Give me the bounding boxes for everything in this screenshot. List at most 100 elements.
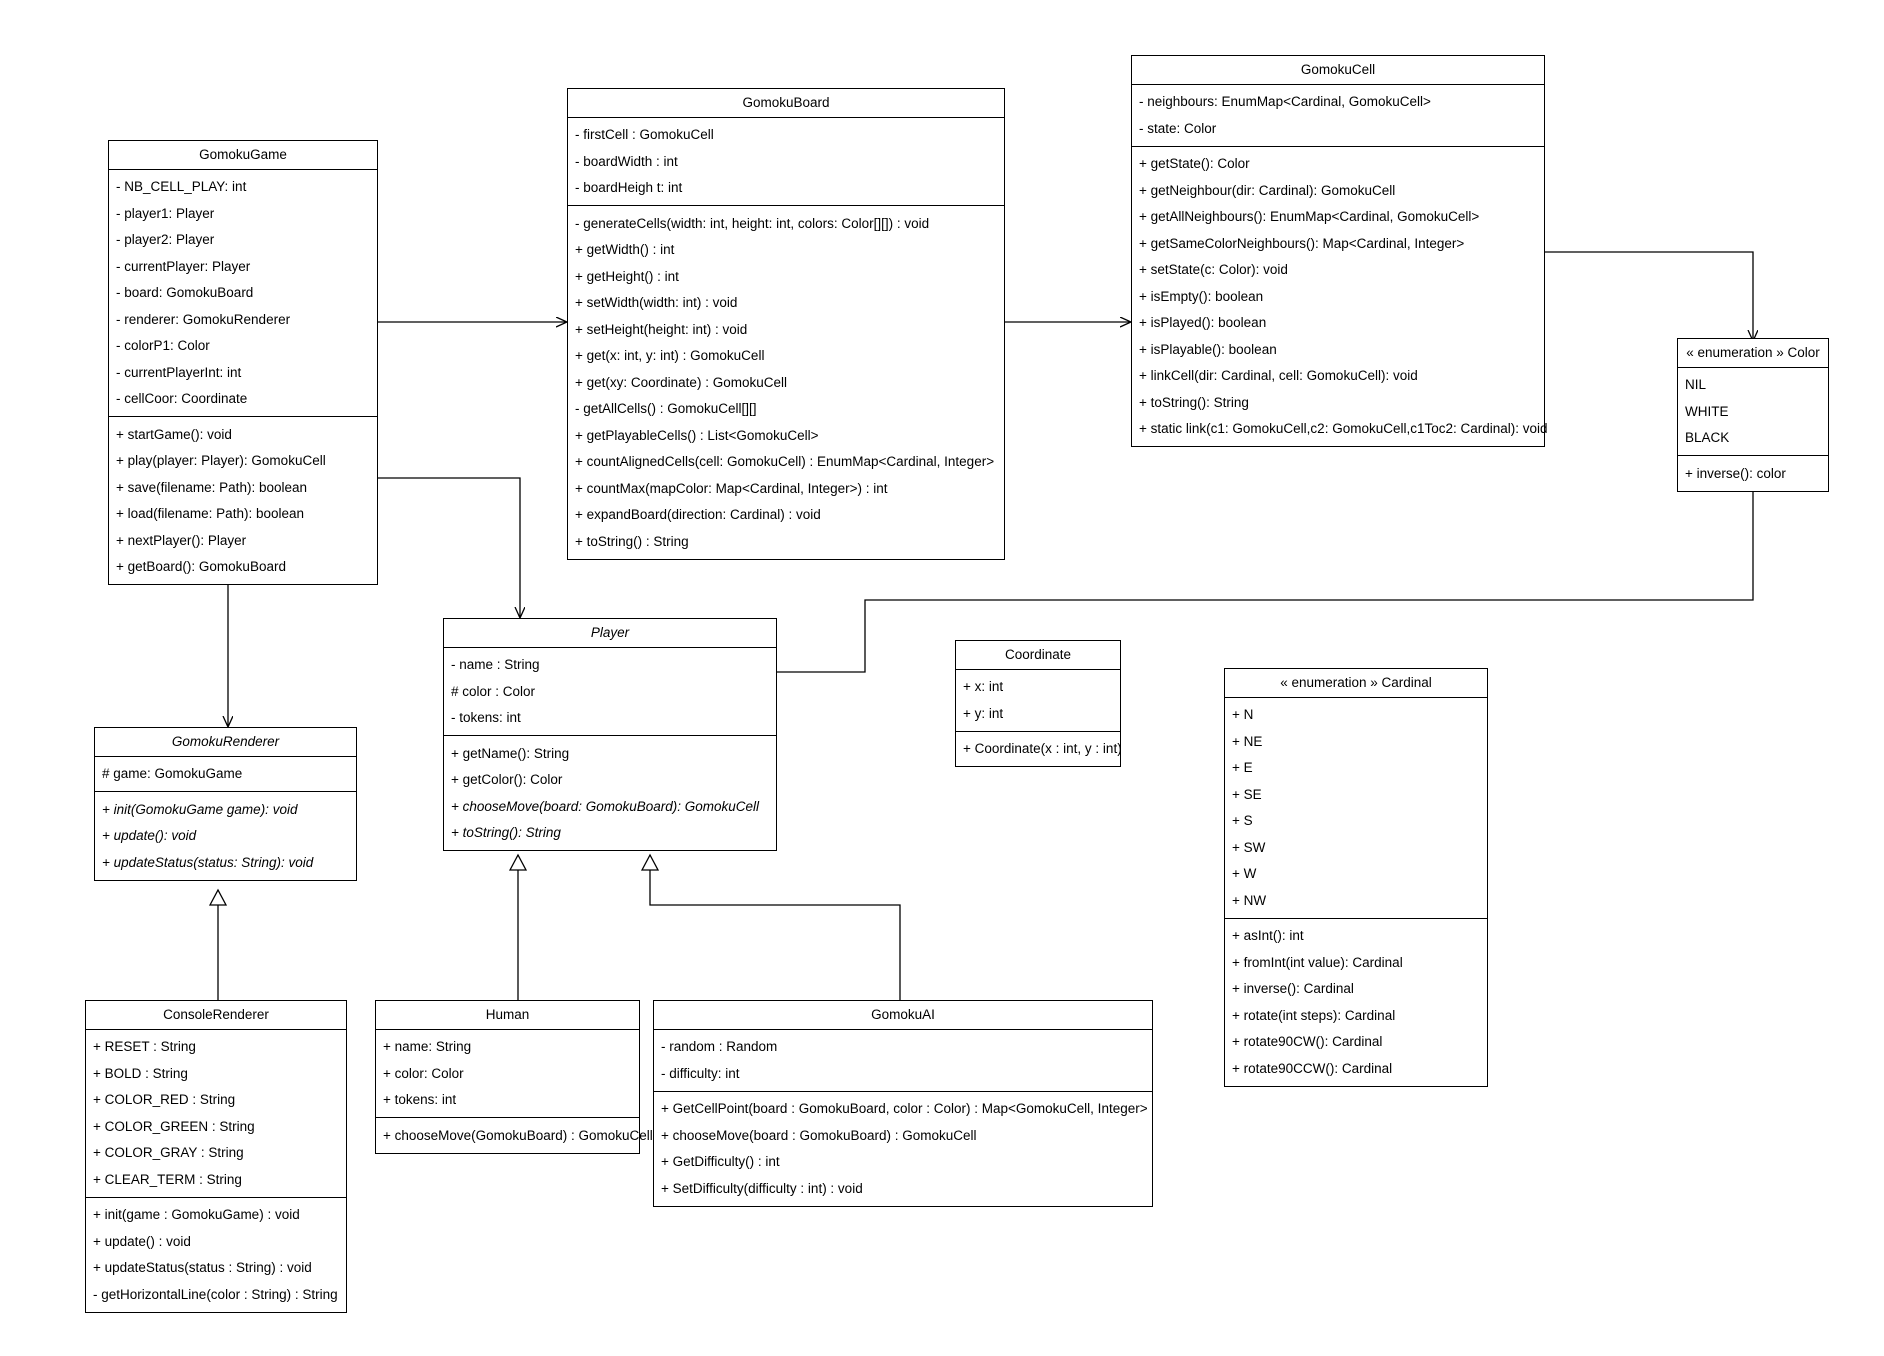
operations-compartment: + startGame(): void + play(player: Playe…	[109, 416, 377, 584]
operation-row: + chooseMove(board : GomokuBoard) : Gomo…	[661, 1127, 977, 1143]
operation-row: + getWidth() : int	[575, 242, 675, 257]
attribute-row: + name: String	[383, 1039, 472, 1054]
class-title: GomokuGame	[199, 147, 287, 162]
enum-literal-row: + SW	[1232, 839, 1266, 855]
attribute-row: + x: int	[963, 679, 1004, 694]
class-box-gomoku-board[interactable]: GomokuBoard - firstCell : GomokuCell - b…	[567, 88, 1005, 560]
enum-literal-row: + NE	[1232, 733, 1263, 749]
operation-row: + isPlayable(): boolean	[1139, 341, 1277, 357]
operation-row: + toString(): String	[1139, 394, 1249, 410]
operation-row: + isPlayed(): boolean	[1139, 315, 1267, 330]
operation-row: + rotate90CW(): Cardinal	[1232, 1034, 1383, 1049]
operation-row: + isEmpty(): boolean	[1139, 288, 1264, 304]
attribute-row: - currentPlayerInt: int	[116, 364, 242, 380]
operation-row: + SetDifficulty(difficulty : int) : void	[661, 1180, 863, 1196]
operation-row: + setState(c: Color): void	[1139, 262, 1288, 277]
edge-ai-inherits-player	[650, 855, 901, 1000]
attribute-row: + CLEAR_TERM : String	[93, 1171, 242, 1187]
operation-row: + rotate90CCW(): Cardinal	[1232, 1060, 1393, 1076]
enum-literal-row: NIL	[1685, 377, 1707, 392]
class-title: Player	[590, 625, 630, 640]
edge-game-to-player	[378, 477, 520, 617]
operation-row: + update(): void	[102, 828, 197, 843]
operation-row: + updateStatus(status : String) : void	[93, 1260, 312, 1275]
attribute-row: + COLOR_GRAY : String	[93, 1145, 244, 1160]
class-title: « enumeration » Color	[1686, 345, 1820, 360]
operation-row: + get(x: int, y: int) : GomokuCell	[575, 348, 765, 363]
class-title: GomokuBoard	[742, 95, 830, 110]
class-box-gomoku-renderer[interactable]: GomokuRenderer # game: GomokuGame + init…	[94, 727, 357, 881]
operation-row: + fromInt(int value): Cardinal	[1232, 954, 1403, 970]
operation-row: + init(GomokuGame game): void	[102, 801, 298, 817]
operation-row: + getName(): String	[451, 745, 570, 761]
attribute-row: - board: GomokuBoard	[116, 285, 254, 300]
attribute-row: - name : String	[451, 657, 540, 672]
class-box-gomoku-game[interactable]: GomokuGame - NB_CELL_PLAY: int - player1…	[108, 140, 378, 585]
operation-row: + setHeight(height: int) : void	[575, 321, 748, 337]
operations-compartment: + asInt(): int + fromInt(int value): Car…	[1225, 917, 1487, 1086]
enum-literal-row: WHITE	[1685, 403, 1729, 419]
class-title: ConsoleRenderer	[163, 1007, 269, 1022]
operation-row: + setWidth(width: int) : void	[575, 295, 738, 310]
attribute-row: + COLOR_RED : String	[93, 1092, 236, 1107]
operation-row: - getHorizontalLine(color : String) : St…	[93, 1286, 338, 1302]
operation-row: + countAlignedCells(cell: GomokuCell) : …	[575, 454, 995, 469]
attributes-compartment: + RESET : String + BOLD : String + COLOR…	[86, 1028, 346, 1197]
operation-row: + inverse(): Cardinal	[1232, 981, 1354, 996]
operation-row: + save(filename: Path): boolean	[116, 479, 307, 495]
operations-compartment: + inverse(): color	[1678, 455, 1828, 491]
attribute-row: - boardHeigh t: int	[575, 180, 683, 195]
operation-row: - generateCells(width: int, height: int,…	[575, 215, 930, 231]
operation-row: + GetCellPoint(board : GomokuBoard, colo…	[661, 1101, 1148, 1116]
operation-row: + load(filename: Path): boolean	[116, 506, 304, 521]
operation-row: + getBoard(): GomokuBoard	[116, 559, 286, 574]
class-title: GomokuAI	[871, 1007, 935, 1022]
operation-row: + init(game : GomokuGame) : void	[93, 1207, 300, 1222]
class-box-coordinate[interactable]: Coordinate + x: int + y: int + Coordinat…	[955, 640, 1122, 767]
operation-row: + chooseMove(GomokuBoard) : GomokuCell	[383, 1127, 653, 1143]
operations-compartment: + Coordinate(x : int, y : int)	[956, 730, 1122, 767]
operation-row: - getAllCells() : GomokuCell[][]	[575, 401, 757, 416]
operation-row: + update() : void	[93, 1233, 191, 1249]
class-box-gomoku-cell[interactable]: GomokuCell - neighbours: EnumMap<Cardina…	[1131, 55, 1548, 447]
attribute-row: + COLOR_GREEN : String	[93, 1118, 255, 1134]
operations-compartment: + init(game : GomokuGame) : void + updat…	[86, 1196, 346, 1312]
class-box-player[interactable]: Player - name : String # color : Color -…	[443, 618, 777, 851]
class-box-cardinal-enum[interactable]: « enumeration » Cardinal + N + NE + E + …	[1224, 668, 1488, 1087]
class-box-human[interactable]: Human + name: String + color: Color + to…	[375, 1000, 653, 1154]
operations-compartment: + init(GomokuGame game): void + update()…	[95, 791, 356, 880]
operation-row: + rotate(int steps): Cardinal	[1232, 1007, 1396, 1023]
attributes-compartment: # game: GomokuGame	[95, 755, 356, 792]
attribute-row: + BOLD : String	[93, 1065, 188, 1081]
attribute-row: - boardWidth : int	[575, 153, 678, 169]
operation-row: + getNeighbour(dir: Cardinal): GomokuCel…	[1139, 182, 1396, 198]
attribute-row: - random : Random	[661, 1039, 778, 1054]
operation-row: + getColor(): Color	[451, 772, 563, 787]
attribute-row: - player1: Player	[116, 205, 215, 221]
attribute-row: - renderer: GomokuRenderer	[116, 311, 291, 327]
operation-row: + toString(): String	[451, 825, 561, 840]
attribute-row: - player2: Player	[116, 232, 215, 247]
operations-compartment: + chooseMove(GomokuBoard) : GomokuCell	[376, 1117, 653, 1153]
edge-cell-to-color	[1545, 251, 1753, 340]
operation-row: + updateStatus(status: String): void	[102, 854, 314, 870]
operation-row: + expandBoard(direction: Cardinal) : voi…	[575, 507, 821, 522]
attributes-compartment: - name : String # color : Color - tokens…	[444, 646, 776, 736]
operation-row: + getSameColorNeighbours(): Map<Cardinal…	[1139, 235, 1465, 251]
operation-row: + countMax(mapColor: Map<Cardinal, Integ…	[575, 480, 888, 496]
class-box-color-enum[interactable]: « enumeration » Color NIL WHITE BLACK + …	[1677, 338, 1829, 492]
class-box-gomoku-ai[interactable]: GomokuAI - random : Random - difficulty:…	[653, 1000, 1153, 1207]
class-box-console-renderer[interactable]: ConsoleRenderer + RESET : String + BOLD …	[85, 1000, 347, 1313]
attribute-row: + y: int	[963, 705, 1004, 721]
operation-row: + get(xy: Coordinate) : GomokuCell	[575, 374, 787, 390]
operation-row: + getAllNeighbours(): EnumMap<Cardinal, …	[1139, 209, 1480, 224]
operation-row: + nextPlayer(): Player	[116, 532, 247, 548]
attribute-row: - neighbours: EnumMap<Cardinal, GomokuCe…	[1139, 94, 1431, 109]
operations-compartment: + getState(): Color + getNeighbour(dir: …	[1132, 145, 1548, 447]
enum-literal-row: + NW	[1232, 892, 1267, 908]
operation-row: + getState(): Color	[1139, 156, 1250, 171]
attribute-row: - difficulty: int	[661, 1065, 740, 1081]
attributes-compartment: - neighbours: EnumMap<Cardinal, GomokuCe…	[1132, 83, 1544, 146]
class-title: GomokuRenderer	[171, 734, 280, 749]
